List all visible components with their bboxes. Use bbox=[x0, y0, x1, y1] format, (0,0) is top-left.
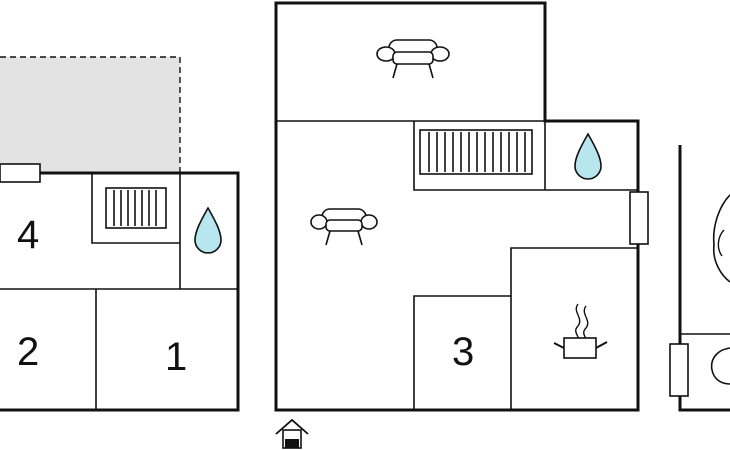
left-building bbox=[0, 171, 240, 412]
room-label-2: 2 bbox=[17, 330, 39, 374]
sofa-icon bbox=[310, 208, 378, 246]
radiator-icon bbox=[419, 129, 533, 175]
radiator-icon bbox=[105, 187, 167, 229]
cooking-pot-icon bbox=[553, 303, 608, 359]
window bbox=[629, 191, 649, 245]
middle-building bbox=[274, 1, 640, 412]
room-label-4: 4 bbox=[17, 213, 39, 257]
sofa-icon bbox=[376, 39, 450, 79]
room-label-1: 1 bbox=[165, 335, 187, 379]
water-drop-icon bbox=[574, 132, 602, 180]
window bbox=[669, 343, 689, 397]
room-label-3: 3 bbox=[452, 330, 474, 374]
entrance-icon bbox=[275, 418, 309, 449]
window bbox=[0, 163, 41, 183]
water-drop-icon bbox=[194, 206, 222, 254]
right-building bbox=[669, 145, 730, 412]
terrace-area bbox=[0, 56, 181, 173]
